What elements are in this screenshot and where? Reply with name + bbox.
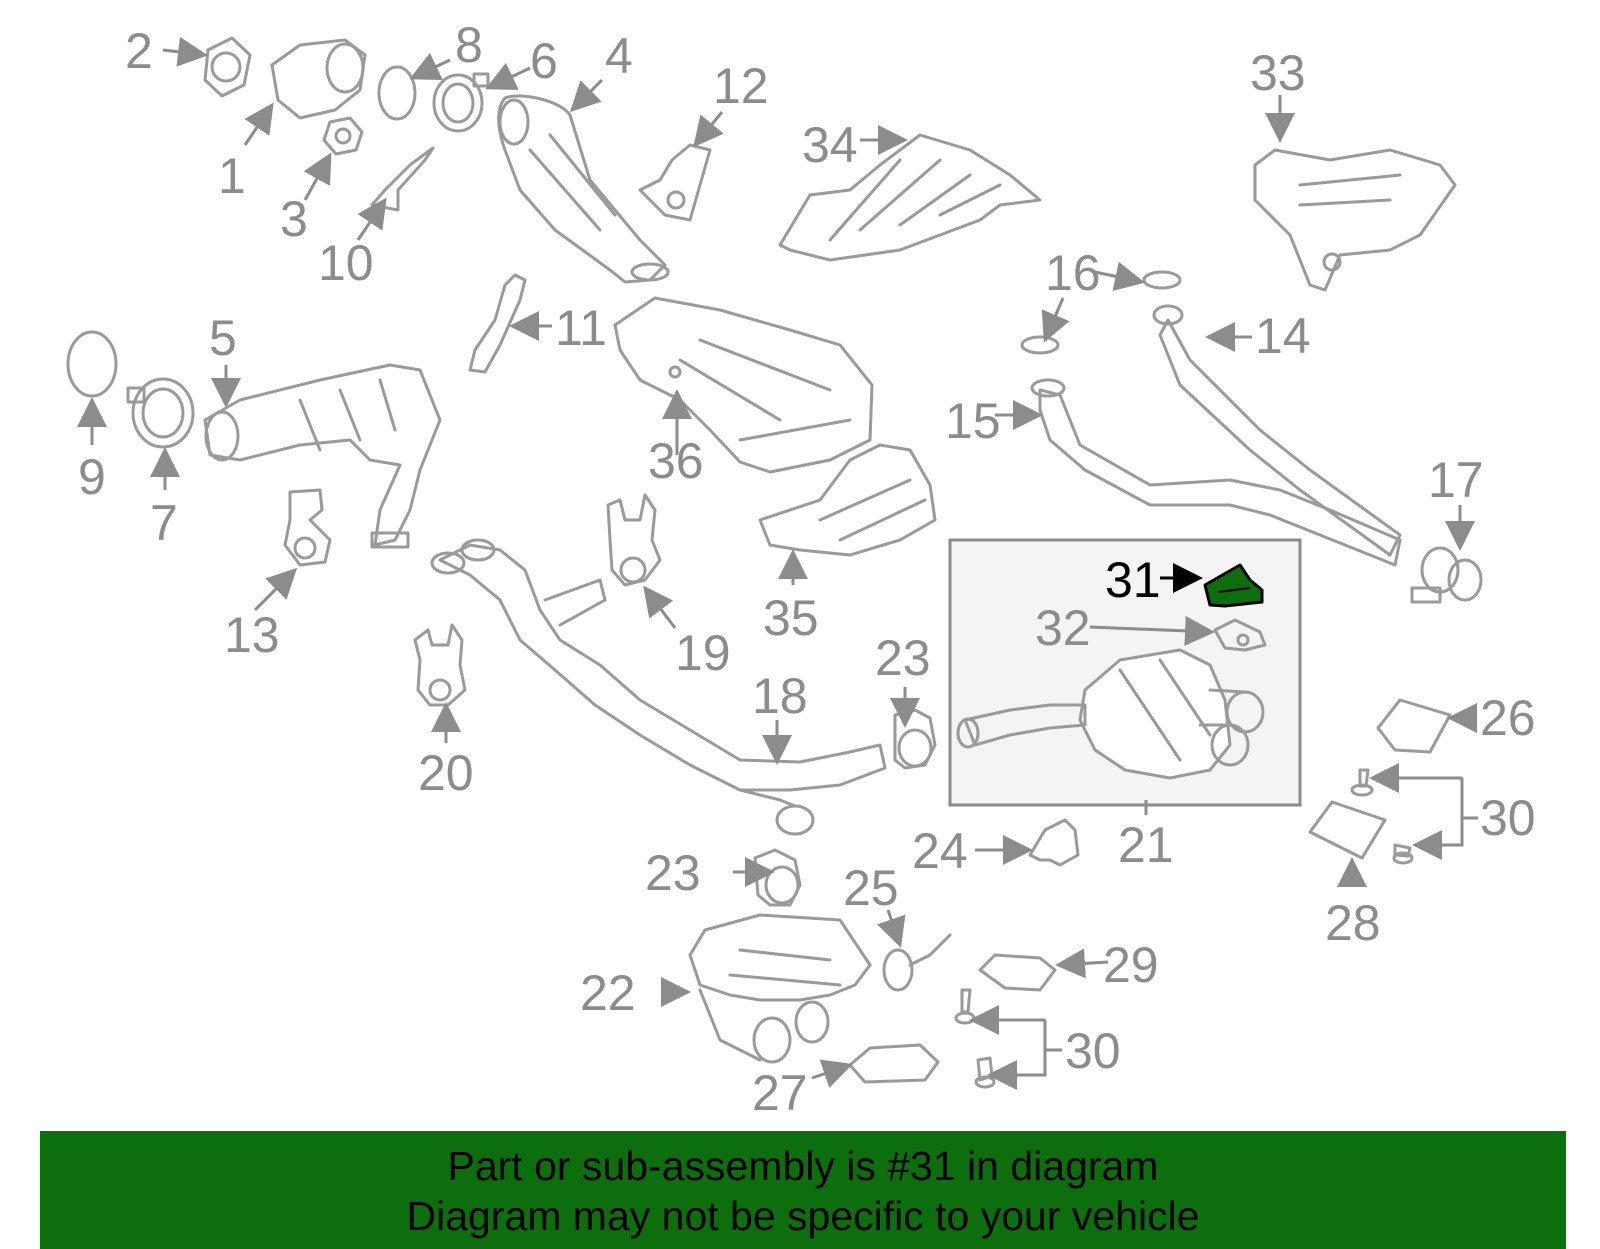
part-13-mount (283, 488, 332, 567)
callout-23-lower: 23 (645, 845, 701, 901)
callout-5: 5 (209, 310, 237, 366)
part-30-screws-upper (1350, 768, 1414, 865)
part-28-trim (1308, 800, 1387, 860)
callout-27: 27 (752, 1065, 808, 1121)
callout-18: 18 (752, 668, 808, 724)
callout-3: 3 (280, 191, 308, 247)
callout-20: 20 (418, 745, 474, 801)
part-34-heat-shield (778, 133, 1042, 262)
part-12-oxygen-sensor (638, 143, 712, 222)
callout-35: 35 (763, 590, 819, 646)
part-32-bracket (1213, 618, 1267, 652)
callout-30-upper: 30 (1480, 790, 1536, 846)
part-24-hanger (1028, 818, 1080, 867)
part-27-trim (848, 1043, 940, 1084)
part-1-flange (270, 38, 367, 120)
callout-19: 19 (675, 625, 731, 681)
callout-22: 22 (580, 965, 636, 1021)
part-22-muffler (688, 913, 872, 1064)
part-14-pipe (1152, 304, 1402, 557)
callout-1: 1 (218, 148, 246, 204)
callout-26: 26 (1480, 690, 1536, 746)
part-30-screws-lower (954, 988, 996, 1089)
part-10-bracket (370, 146, 435, 212)
part-20-mount (413, 623, 467, 707)
part-8-seal-ring (377, 65, 417, 121)
part-9-seal-ring (66, 330, 118, 398)
callout-29: 29 (1103, 937, 1159, 993)
callout-13: 13 (224, 607, 280, 663)
part-17-clamp (1410, 546, 1483, 604)
part-7-clamp (126, 377, 195, 449)
callout-14: 14 (1255, 308, 1311, 364)
part-21-muffler (956, 648, 1265, 780)
leader-lines (77, 36, 1478, 1090)
callout-17: 17 (1428, 452, 1484, 508)
callout-4: 4 (605, 28, 633, 84)
banner-line-2: Diagram may not be specific to your vehi… (406, 1193, 1200, 1239)
callout-2: 2 (125, 23, 153, 79)
callout-21: 21 (1118, 817, 1174, 873)
banner-line-1: Part or sub-assembly is #31 in diagram (447, 1143, 1159, 1189)
part-3-nut (322, 116, 364, 156)
callout-32: 32 (1035, 600, 1091, 656)
callout-28: 28 (1325, 895, 1381, 951)
callout-6: 6 (530, 33, 558, 89)
info-banner: Part or sub-assembly is #31 in diagram D… (40, 1131, 1566, 1249)
part-19-mount (606, 493, 662, 587)
part-33-heat-shield (1253, 148, 1457, 292)
callout-8: 8 (455, 17, 483, 73)
part-23-clamp-lower (753, 848, 802, 907)
part-31-highlighted (1203, 563, 1264, 608)
callout-11: 11 (555, 300, 607, 356)
callout-24: 24 (912, 823, 968, 879)
callout-12: 12 (713, 58, 769, 114)
callout-31: 31 (1105, 552, 1161, 608)
part-18-center-pipe (430, 538, 887, 836)
part-29-trim (978, 953, 1057, 992)
callout-labels: 2 1 3 8 6 4 12 10 34 33 16 14 15 17 11 5… (78, 17, 1536, 1121)
callout-10: 10 (318, 235, 374, 291)
part-6-clamp (432, 72, 490, 133)
part-25-hanger (882, 933, 952, 992)
part-5-catalytic-converter (203, 363, 442, 549)
part-2-gasket (203, 36, 252, 98)
part-11-bracket (468, 273, 527, 374)
part-15-pipe (1030, 378, 1402, 567)
callout-25: 25 (843, 860, 899, 916)
part-35-heat-shield (758, 443, 937, 557)
part-26-trim (1376, 698, 1452, 754)
callout-34: 34 (802, 117, 858, 173)
callout-36: 36 (648, 433, 704, 489)
callout-9: 9 (78, 449, 106, 505)
part-36-heat-shield (613, 296, 874, 474)
callout-7: 7 (150, 495, 178, 551)
callout-33: 33 (1250, 45, 1306, 101)
callout-16: 16 (1045, 245, 1101, 301)
part-4-catalytic-pipe (497, 94, 670, 284)
callout-23-upper: 23 (875, 630, 931, 686)
callout-15: 15 (945, 393, 1001, 449)
callout-30-lower: 30 (1065, 1023, 1121, 1079)
part-23-clamp-upper (893, 708, 937, 770)
